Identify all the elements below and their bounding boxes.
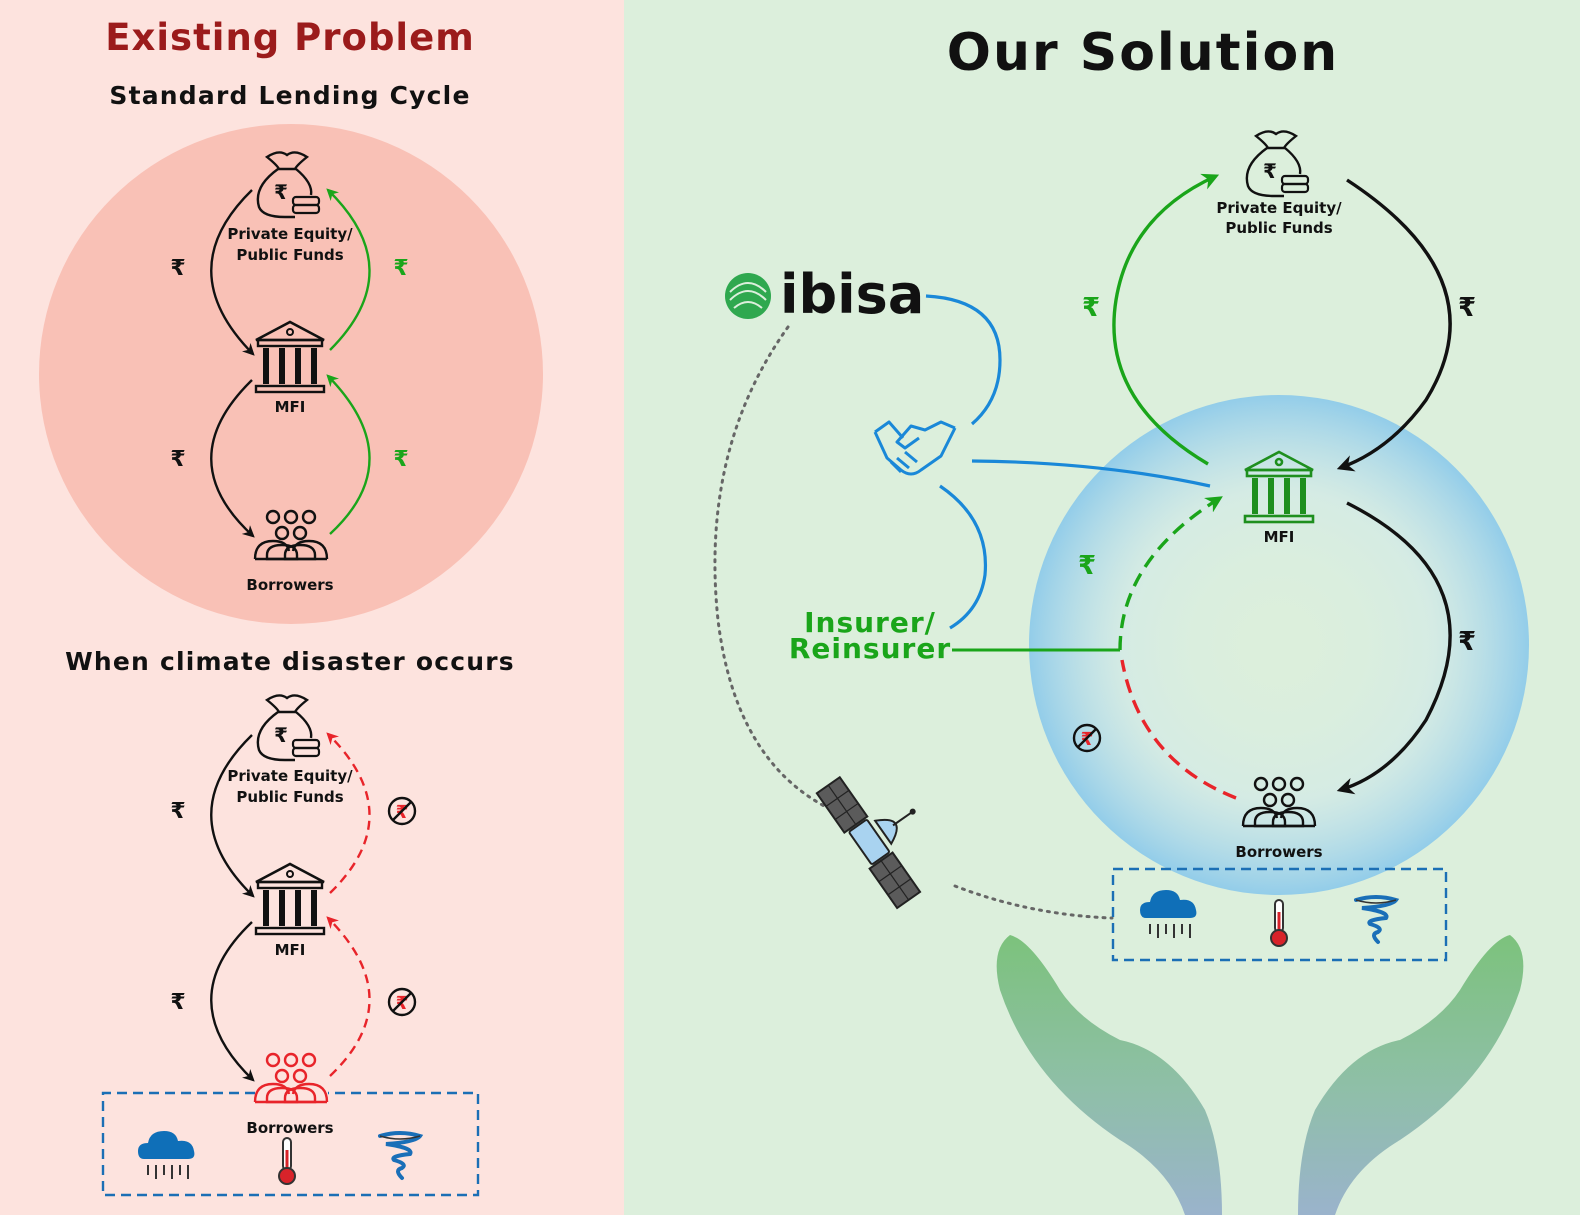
insurer-label-line2: Reinsurer xyxy=(789,632,951,665)
funds-label-line1: Private Equity/ xyxy=(227,225,353,243)
arrow-borrowers-to-mfi-broken xyxy=(1120,659,1237,800)
right-title: Our Solution xyxy=(947,23,1339,83)
mfi-label: MFI xyxy=(275,941,306,959)
funds-label-line1: Private Equity/ xyxy=(227,767,353,785)
arrow-mfi-to-funds xyxy=(1112,173,1220,466)
arrow-funds-to-mfi xyxy=(210,189,255,356)
mfi-label: MFI xyxy=(275,398,306,416)
arrow-insurer-to-mfi xyxy=(1118,496,1223,651)
handshake-icon xyxy=(873,420,957,476)
arrow-borrowers-to-mfi-broken xyxy=(326,916,371,1077)
satellite-icon xyxy=(815,775,922,910)
rupee-label: ₹ xyxy=(1458,627,1476,657)
link-ibisa-to-handshake xyxy=(925,294,1002,426)
arrow-mfi-to-funds xyxy=(326,188,371,351)
arrow-mfi-to-borrowers xyxy=(210,379,255,538)
people-group-icon-red xyxy=(253,1052,329,1104)
mfi-label: MFI xyxy=(1264,528,1295,546)
hazard-box xyxy=(1111,867,1448,962)
satellite-to-hazard-dotted xyxy=(953,884,1114,920)
lending-cycle-circle xyxy=(39,124,543,624)
open-hands-icon xyxy=(996,935,1524,1215)
funds-label-line2: Public Funds xyxy=(1225,219,1332,237)
arrow-mfi-to-borrowers xyxy=(210,921,255,1082)
rupee-label: ₹ xyxy=(170,799,185,824)
rupee-label-green: ₹ xyxy=(1078,551,1096,581)
arrow-funds-to-mfi xyxy=(210,734,255,898)
funds-label-line2: Public Funds xyxy=(236,246,343,264)
borrowers-label: Borrowers xyxy=(1235,843,1322,861)
left-title: Existing Problem xyxy=(105,16,475,59)
arrow-mfi-to-borrowers xyxy=(1336,501,1452,795)
disaster-subtitle: When climate disaster occurs xyxy=(65,647,515,676)
ibisa-logo-icon xyxy=(725,273,771,319)
bank-icon-green xyxy=(1243,450,1315,524)
borrowers-label: Borrowers xyxy=(246,1119,333,1137)
ibisa-to-satellite-dotted xyxy=(713,325,830,810)
rupee-label-green: ₹ xyxy=(393,256,408,281)
hazard-box xyxy=(101,1091,480,1197)
arrow-mfi-to-funds-broken xyxy=(326,732,371,894)
brand-name: ibisa xyxy=(780,263,924,326)
arrow-funds-to-mfi xyxy=(1336,178,1452,472)
link-handshake-to-mfi xyxy=(971,459,1211,488)
rupee-label: ₹ xyxy=(170,447,185,472)
rupee-label-green: ₹ xyxy=(1082,293,1100,323)
link-handshake-to-insurer xyxy=(939,484,988,630)
protection-bubble xyxy=(1029,395,1529,895)
rupee-label: ₹ xyxy=(1458,293,1476,323)
funds-label-line2: Public Funds xyxy=(236,788,343,806)
rupee-label: ₹ xyxy=(170,990,185,1015)
cycle-subtitle: Standard Lending Cycle xyxy=(109,81,470,110)
insurer-label-line1: Insurer/ xyxy=(804,606,936,639)
funds-label-line1: Private Equity/ xyxy=(1216,199,1342,217)
arrow-borrowers-to-mfi xyxy=(326,374,371,535)
rupee-label: ₹ xyxy=(170,256,185,281)
borrowers-label: Borrowers xyxy=(246,576,333,594)
rupee-label-green: ₹ xyxy=(393,447,408,472)
